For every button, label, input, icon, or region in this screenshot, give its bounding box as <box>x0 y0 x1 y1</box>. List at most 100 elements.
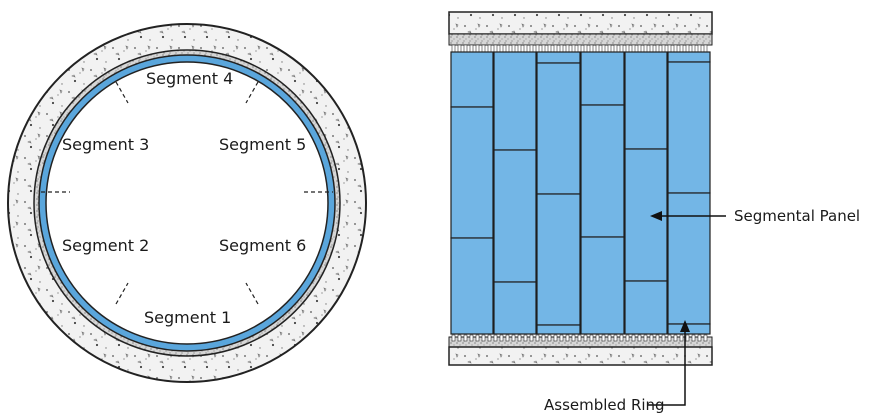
grout-tooth <box>679 334 684 342</box>
segmental-panel-label: Segmental Panel <box>734 207 860 225</box>
grout-tooth <box>565 44 570 53</box>
grout-tooth <box>553 334 558 342</box>
grout-tooth <box>607 44 612 53</box>
grout-tooth <box>493 334 498 342</box>
grout-tooth <box>553 44 558 53</box>
grout-tooth <box>499 44 504 53</box>
grout-tooth <box>595 44 600 53</box>
grout-tooth <box>451 334 456 342</box>
grout-tooth <box>649 334 654 342</box>
segment-3-label: Segment 3 <box>62 135 149 154</box>
grout-tooth <box>655 44 660 53</box>
grout-tooth <box>673 334 678 342</box>
grout-tooth <box>601 44 606 53</box>
grout-tooth <box>517 44 522 53</box>
segment-2-label: Segment 2 <box>62 236 149 255</box>
grout-tooth <box>505 334 510 342</box>
ring-cross-section: Segment 4 Segment 3 Segment 5 Segment 2 … <box>7 23 367 383</box>
grout-tooth <box>517 334 522 342</box>
grout-tooth <box>565 334 570 342</box>
grout-tooth <box>469 334 474 342</box>
grout-tooth <box>577 334 582 342</box>
segment-4-label: Segment 4 <box>146 69 233 88</box>
grout-tooth <box>625 334 630 342</box>
grout-tooth <box>523 334 528 342</box>
segment-5-label: Segment 5 <box>219 135 306 154</box>
grout-tooth <box>511 334 516 342</box>
grout-tooth <box>631 44 636 53</box>
grout-tooth <box>679 44 684 53</box>
grout-tooth <box>571 44 576 53</box>
ring-callout-arrow-icon <box>680 320 690 332</box>
grout-tooth <box>589 44 594 53</box>
grout-tooth <box>487 44 492 53</box>
grout-tooth <box>691 334 696 342</box>
ring-callout-line <box>648 332 686 406</box>
grout-tooth <box>541 44 546 53</box>
panel <box>536 324 581 335</box>
grout-tooth <box>577 44 582 53</box>
segment-6-label: Segment 6 <box>219 236 306 255</box>
grout-tooth <box>451 44 456 53</box>
grout-tooth <box>547 334 552 342</box>
grout-tooth <box>697 44 702 53</box>
grout-tooth <box>613 334 618 342</box>
grout-tooth <box>487 334 492 342</box>
grout-tooth <box>643 334 648 342</box>
bottom-concrete-band <box>448 346 713 366</box>
panel <box>536 193 581 326</box>
panel <box>667 192 711 325</box>
grout-tooth <box>691 44 696 53</box>
grout-tooth <box>637 334 642 342</box>
panel <box>624 280 668 335</box>
longitudinal-section: Segmental Panel Assembled Ring <box>448 11 860 414</box>
panel <box>493 149 537 283</box>
grout-tooth <box>703 334 708 342</box>
panel <box>580 51 625 106</box>
grout-tooth <box>481 44 486 53</box>
grout-tooth <box>685 334 690 342</box>
segmental-panels <box>450 51 711 335</box>
grout-tooth <box>613 44 618 53</box>
panel <box>667 323 711 335</box>
panel <box>624 51 668 150</box>
grout-tooth <box>589 334 594 342</box>
grout-tooth <box>529 44 534 53</box>
panel <box>493 281 537 335</box>
bottom-grout-teeth <box>451 334 708 342</box>
panel <box>667 61 711 194</box>
panel <box>450 106 494 239</box>
panel <box>580 104 625 238</box>
tunnel-interior <box>45 61 329 345</box>
panel <box>493 51 537 151</box>
panel <box>580 236 625 335</box>
grout-tooth <box>655 334 660 342</box>
grout-tooth <box>457 334 462 342</box>
grout-tooth <box>463 44 468 53</box>
grout-tooth <box>499 334 504 342</box>
grout-tooth <box>619 44 624 53</box>
grout-tooth <box>535 44 540 53</box>
segment-1-label: Segment 1 <box>144 308 231 327</box>
grout-tooth <box>583 334 588 342</box>
grout-tooth <box>457 44 462 53</box>
grout-tooth <box>547 44 552 53</box>
top-grout-band <box>448 33 713 46</box>
top-concrete-band <box>448 11 713 35</box>
grout-tooth <box>541 334 546 342</box>
grout-tooth <box>505 44 510 53</box>
panel <box>536 62 581 195</box>
top-grout-teeth <box>451 44 708 53</box>
assembled-ring-label: Assembled Ring <box>544 396 665 414</box>
panel <box>450 237 494 335</box>
grout-tooth <box>673 44 678 53</box>
grout-tooth <box>475 334 480 342</box>
grout-tooth <box>631 334 636 342</box>
grout-tooth <box>667 44 672 53</box>
grout-tooth <box>661 334 666 342</box>
grout-tooth <box>667 334 672 342</box>
panel <box>667 51 711 63</box>
grout-tooth <box>661 44 666 53</box>
panel <box>536 51 581 64</box>
